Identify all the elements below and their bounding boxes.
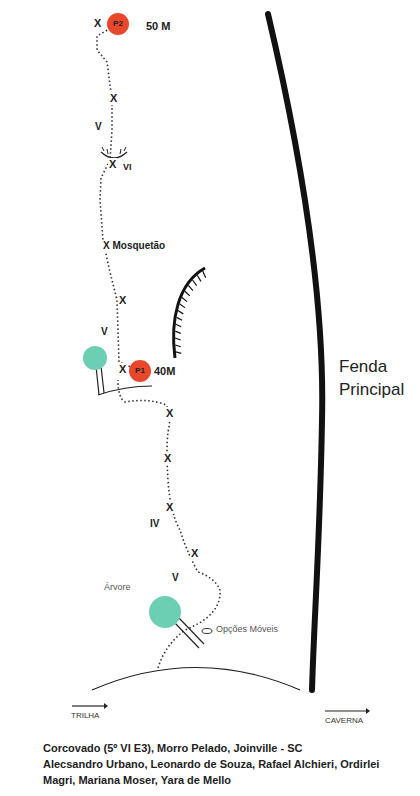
- route-mark: 50 M: [145, 20, 171, 33]
- route-mark: IV: [149, 518, 160, 530]
- direction-arrow: [366, 708, 370, 714]
- overhang: [174, 268, 205, 358]
- ground-line: [92, 668, 300, 691]
- hatch-stroke: [185, 291, 190, 296]
- main-crack: [268, 14, 322, 690]
- tree: [83, 346, 107, 370]
- hatch-stroke: [177, 317, 182, 320]
- route-title: Corcovado (5º VI E3), Morro Pelado, Join…: [43, 740, 393, 756]
- tree-sling: [179, 618, 204, 644]
- route-mark: X: [190, 547, 199, 560]
- route-mark: V: [100, 326, 109, 338]
- hatch-stroke: [175, 331, 180, 333]
- hatch-stroke: [203, 271, 206, 278]
- direction-arrow: [72, 705, 104, 706]
- route-mark: X: [118, 363, 127, 376]
- route-mark: TRILHA: [70, 711, 100, 720]
- route-mark: V: [171, 572, 180, 584]
- hatch-stroke: [178, 311, 183, 314]
- hatch-stroke: [197, 275, 201, 281]
- crack-name: Fenda Principal: [338, 356, 416, 402]
- hatch-stroke: [188, 285, 193, 290]
- route-mark: X: [163, 452, 172, 465]
- anchor-symbol: [102, 147, 126, 154]
- overhang-hatching: [175, 271, 206, 353]
- tree-sling: [96, 366, 99, 395]
- hatch-stroke: [175, 345, 180, 347]
- hatch-stroke: [193, 280, 197, 286]
- station-label: P1: [135, 367, 145, 375]
- route-line: [97, 30, 130, 367]
- route-mark: X: [165, 501, 174, 514]
- route-mark: X: [118, 294, 127, 307]
- route-line: [118, 380, 220, 668]
- hatch-stroke: [182, 297, 187, 301]
- belay-station: P2: [107, 13, 129, 35]
- direction-arrow: [325, 710, 366, 711]
- station-label: P2: [113, 20, 123, 28]
- belay-station: P1: [129, 360, 151, 382]
- hatch-stroke: [180, 304, 185, 308]
- route-mark: X: [165, 407, 174, 420]
- route-mark: X: [109, 92, 118, 105]
- route-mark: CAVERNA: [324, 716, 364, 725]
- climbers-caption: Alecsandro Urbano, Leonardo de Souza, Ra…: [43, 756, 393, 788]
- tree: [149, 596, 181, 628]
- gear-placement: [202, 629, 212, 634]
- route-mark: 40M: [153, 365, 176, 378]
- tree-sling: [101, 366, 104, 393]
- hatch-stroke: [176, 324, 181, 327]
- route-mark: Árvore: [103, 582, 132, 592]
- route-mark: Opções Móveis: [215, 624, 279, 634]
- direction-arrow: [104, 703, 108, 709]
- hatch-stroke: [176, 352, 181, 353]
- route-mark: X: [108, 158, 117, 171]
- ledge-line: [98, 386, 152, 395]
- route-mark: V: [94, 121, 103, 133]
- route-mark: X Mosquetão: [102, 240, 166, 252]
- hatch-stroke: [175, 338, 180, 340]
- route-mark: X: [93, 17, 102, 30]
- route-mark: VI: [122, 162, 133, 172]
